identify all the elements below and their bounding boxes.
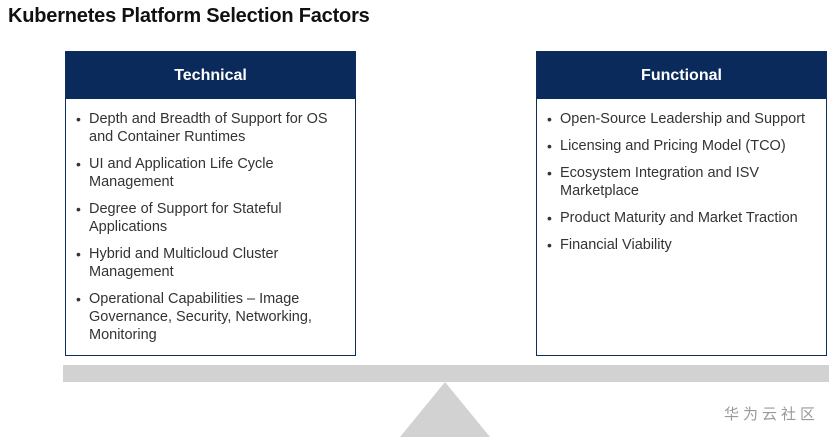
bullet-icon: • [76, 156, 81, 172]
bullet-icon: • [547, 165, 552, 181]
bullet-icon: • [547, 210, 552, 226]
technical-item: • Depth and Breadth of Support for OS an… [76, 110, 345, 146]
scale-fulcrum-triangle [400, 382, 490, 437]
functional-panel: Functional • Open-Source Leadership and … [536, 51, 827, 356]
bullet-icon: • [76, 246, 81, 262]
functional-item-text: Licensing and Pricing Model (TCO) [560, 138, 786, 154]
technical-item-text: Operational Capabilities – Image Governa… [89, 291, 312, 343]
bullet-icon: • [76, 291, 81, 307]
functional-item: • Financial Viability [547, 236, 816, 254]
functional-item-text: Open-Source Leadership and Support [560, 111, 806, 127]
technical-header: Technical [66, 52, 355, 99]
watermark: 华为云社区 [723, 406, 819, 423]
technical-panel: Technical • Depth and Breadth of Support… [65, 51, 356, 356]
functional-item: • Product Maturity and Market Traction [547, 209, 816, 227]
technical-item-text: Hybrid and Multicloud Cluster Management [89, 246, 279, 280]
technical-item: • Degree of Support for Stateful Applica… [76, 200, 345, 236]
technical-item-text: Degree of Support for Stateful Applicati… [89, 201, 282, 235]
bullet-icon: • [547, 111, 552, 127]
diagram-title: Kubernetes Platform Selection Factors [8, 5, 370, 27]
technical-item-text: UI and Application Life Cycle Management [89, 156, 274, 190]
functional-item: • Licensing and Pricing Model (TCO) [547, 137, 816, 155]
bullet-icon: • [547, 237, 552, 253]
functional-item: • Ecosystem Integration and ISV Marketpl… [547, 164, 816, 200]
technical-item: • Operational Capabilities – Image Gover… [76, 290, 345, 344]
functional-item-text: Financial Viability [560, 237, 672, 253]
functional-header: Functional [537, 52, 826, 99]
technical-item: • UI and Application Life Cycle Manageme… [76, 155, 345, 191]
functional-item: • Open-Source Leadership and Support [547, 110, 816, 128]
scale-beam [63, 365, 829, 382]
technical-item-text: Depth and Breadth of Support for OS and … [89, 111, 328, 145]
functional-item-text: Ecosystem Integration and ISV Marketplac… [560, 165, 760, 199]
technical-list: • Depth and Breadth of Support for OS an… [66, 99, 355, 344]
functional-list: • Open-Source Leadership and Support • L… [537, 99, 826, 254]
bullet-icon: • [547, 138, 552, 154]
bullet-icon: • [76, 201, 81, 217]
bullet-icon: • [76, 111, 81, 127]
technical-item: • Hybrid and Multicloud Cluster Manageme… [76, 245, 345, 281]
functional-item-text: Product Maturity and Market Traction [560, 210, 798, 226]
